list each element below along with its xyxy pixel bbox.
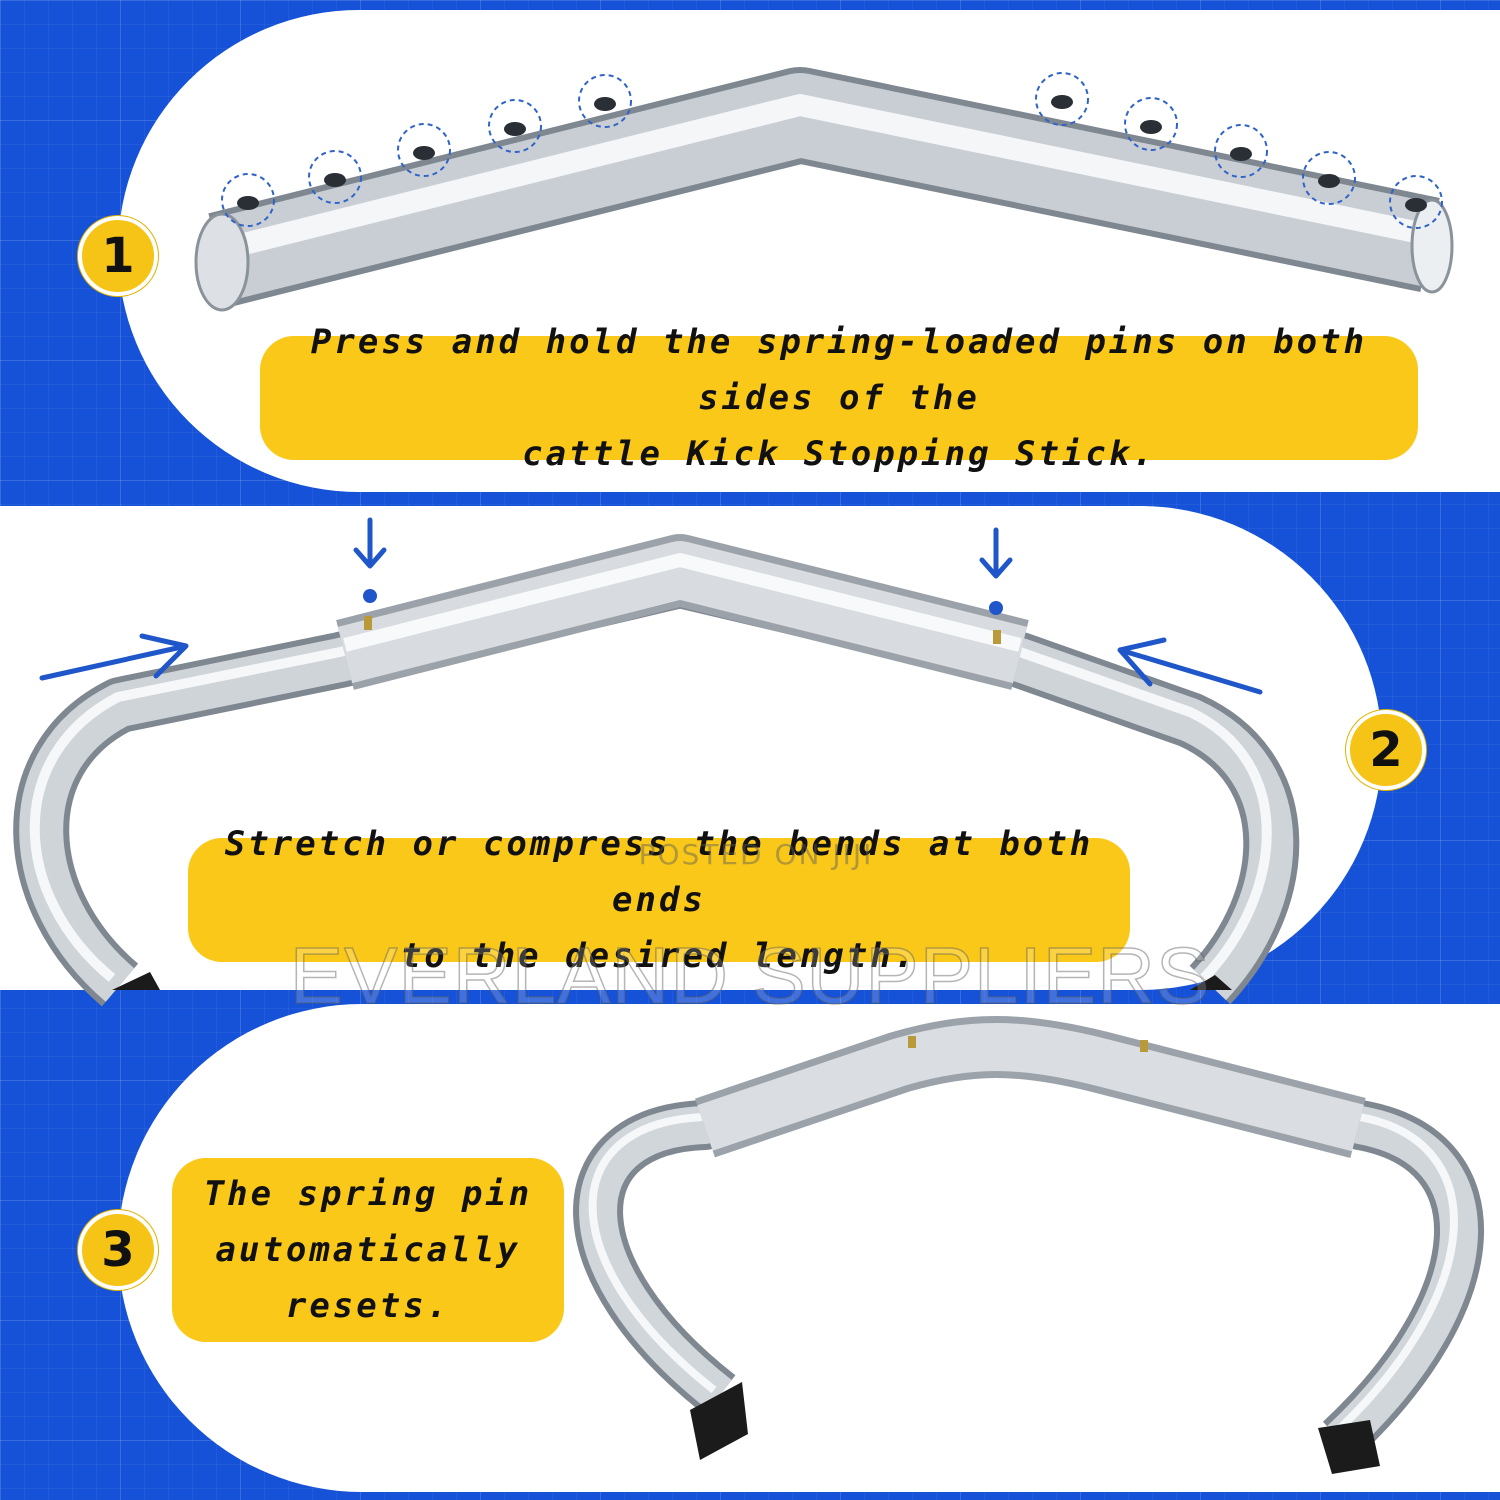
- watermark-large: EVERLAND SUPPLIERS: [289, 930, 1211, 1021]
- step-1-caption-line-2: cattle Kick Stopping Stick.: [522, 434, 1156, 474]
- watermark-small: POSTED ON JIJI: [638, 838, 874, 871]
- step-3-caption-line-1: The spring pin: [203, 1174, 533, 1214]
- step-2-caption-line-2: to the desired length.: [400, 936, 918, 976]
- step-2-caption-line-1: Stretch or compress the bends at both en…: [224, 824, 1094, 920]
- step-3-caption: The spring pin automatically resets.: [172, 1158, 564, 1342]
- step-3-badge: 3: [78, 1210, 158, 1290]
- step-3-caption-line-2: automatically: [215, 1230, 521, 1270]
- step-1-caption: Press and hold the spring-loaded pins on…: [260, 322, 1418, 474]
- step-2-badge: 2: [1346, 710, 1426, 790]
- step-1-caption-line-1: Press and hold the spring-loaded pins on…: [310, 322, 1368, 418]
- step-2-caption: Stretch or compress the bends at both en…: [188, 824, 1130, 976]
- step-3-caption-line-3: resets.: [285, 1286, 451, 1326]
- step-1-badge: 1: [78, 216, 158, 296]
